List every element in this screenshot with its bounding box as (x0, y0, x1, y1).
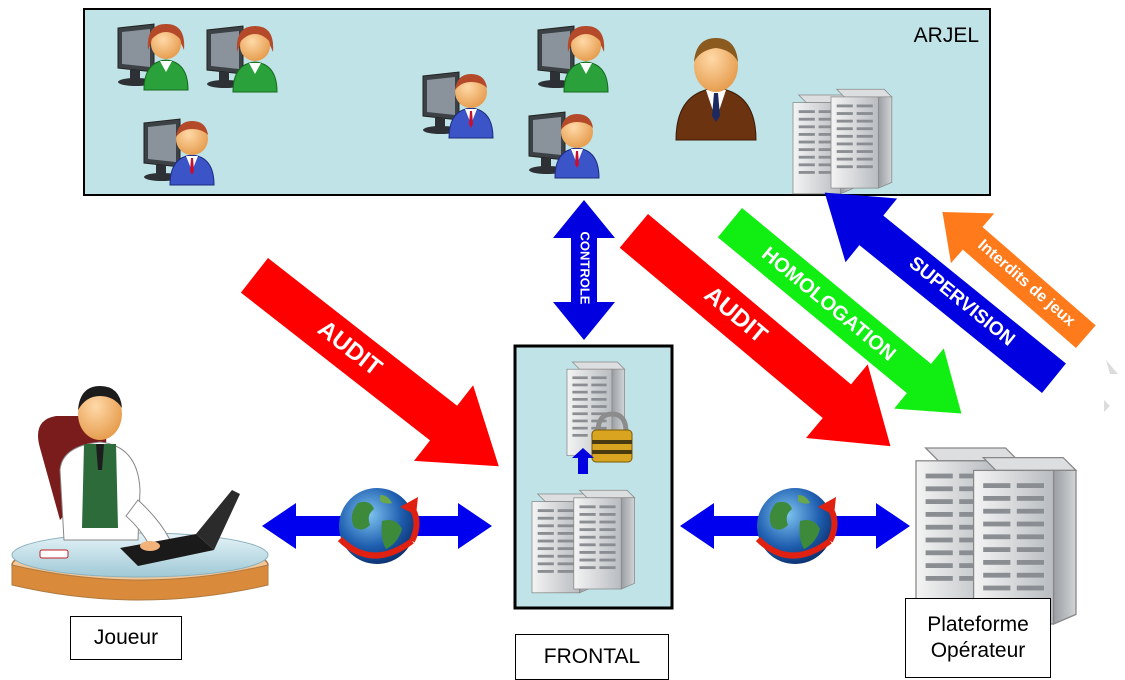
manager-icon (675, 38, 757, 141)
globe-icon (680, 488, 910, 564)
controle-arrow (553, 200, 615, 340)
padlock-icon (591, 411, 633, 463)
controle-label: CONTROLE (578, 232, 593, 305)
arjel-label: ARJEL (914, 24, 979, 47)
audit-left-arrow: AUDIT (240, 258, 499, 467)
plateforme-label-line2: Opérateur (930, 639, 1026, 662)
server-icon (531, 489, 636, 594)
joueur-label: Joueur (70, 616, 182, 660)
player-at-laptop-icon (11, 386, 269, 601)
plateforme-operateur-label: Plateforme Opérateur (905, 598, 1051, 678)
plateforme-label-line1: Plateforme (927, 612, 1029, 636)
globe-icon (262, 488, 492, 564)
up-arrow (572, 448, 594, 474)
faint-marker (1104, 360, 1118, 412)
server-icon (792, 88, 893, 195)
frontal-label: FRONTAL (515, 634, 669, 680)
